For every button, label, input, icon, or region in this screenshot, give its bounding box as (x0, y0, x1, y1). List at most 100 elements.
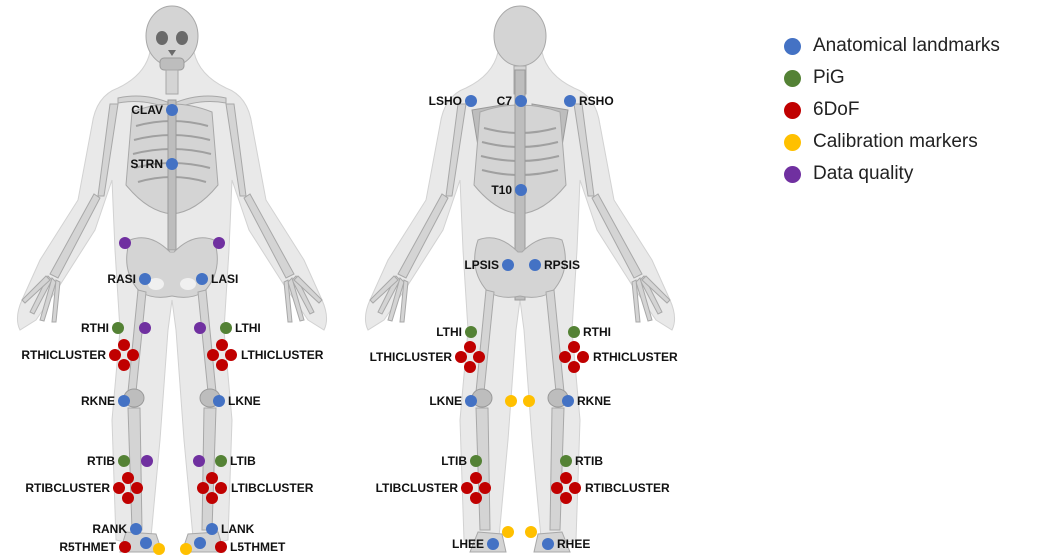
cluster-dot (560, 472, 572, 484)
legend-label: Data quality (813, 163, 913, 185)
legend-swatch-6dof (784, 102, 801, 119)
legend-item-calibration: Calibration markers (784, 126, 1000, 158)
cluster-dot (127, 349, 139, 361)
marker-back-rsho (564, 95, 576, 107)
marker-front-quality-l-pelvis (213, 237, 225, 249)
label-back-lhee: LHEE (452, 537, 484, 551)
cluster-dot (131, 482, 143, 494)
cluster-dot (206, 472, 218, 484)
marker-front-rtib (118, 455, 130, 467)
label-front-lasi: LASI (211, 272, 238, 286)
cluster-dot (559, 351, 571, 363)
label-front-lthi: LTHI (235, 321, 261, 335)
label-front-rasi: RASI (107, 272, 136, 286)
marker-front-lfoot-anatomical (194, 537, 206, 549)
cluster-dot (473, 351, 485, 363)
marker-back-lsho (465, 95, 477, 107)
label-back-rtib: RTIB (575, 454, 603, 468)
label-front-l5thmet: L5THMET (230, 540, 286, 554)
label-back-rthi: RTHI (583, 325, 611, 339)
cluster-dot (113, 482, 125, 494)
legend-swatch-pig (784, 70, 801, 87)
cluster-dot (207, 349, 219, 361)
label-back-c7: C7 (497, 94, 513, 108)
legend: Anatomical landmarks PiG 6DoF Calibratio… (784, 30, 1000, 190)
label-back-rsho: RSHO (579, 94, 614, 108)
marker-front-lasi (196, 273, 208, 285)
marker-front-quality-rthigh (139, 322, 151, 334)
label-back-rpsis: RPSIS (544, 258, 580, 272)
legend-swatch-calibration (784, 134, 801, 151)
marker-back-rkne (562, 395, 574, 407)
marker-front-lfoot-calibration (180, 543, 192, 555)
marker-front-rfoot-anatomical (140, 537, 152, 549)
marker-back-c7 (515, 95, 527, 107)
cluster-dot (464, 341, 476, 353)
marker-back-rheel-calibration (525, 526, 537, 538)
label-back-rthicluster: RTHICLUSTER (593, 350, 678, 364)
label-front-ltibcluster: LTIBCLUSTER (231, 481, 314, 495)
marker-back-lheel-calibration (502, 526, 514, 538)
label-front-lkne: LKNE (228, 394, 261, 408)
legend-label: PiG (813, 67, 845, 89)
cluster-dot (551, 482, 563, 494)
marker-front-clav (166, 104, 178, 116)
marker-front-lthi (220, 322, 232, 334)
marker-back-rthi (568, 326, 580, 338)
marker-back-ltib (470, 455, 482, 467)
legend-item-pig: PiG (784, 62, 1000, 94)
label-back-ltibcluster: LTIBCLUSTER (376, 481, 459, 495)
marker-front-lkne (213, 395, 225, 407)
cluster-dot (470, 472, 482, 484)
legend-item-6dof: 6DoF (784, 94, 1000, 126)
label-front-rthicluster: RTHICLUSTER (21, 348, 106, 362)
marker-back-lknee-calibration (505, 395, 517, 407)
label-back-lthicluster: LTHICLUSTER (370, 350, 453, 364)
marker-front-rank (130, 523, 142, 535)
label-back-lkne: LKNE (429, 394, 462, 408)
label-front-lank: LANK (221, 522, 255, 536)
cluster-dot (569, 482, 581, 494)
marker-front-quality-lthigh (194, 322, 206, 334)
label-back-rtibcluster: RTIBCLUSTER (585, 481, 670, 495)
marker-front-rasi (139, 273, 151, 285)
label-front-rank: RANK (92, 522, 127, 536)
label-front-rtibcluster: RTIBCLUSTER (25, 481, 110, 495)
marker-front-rthi (112, 322, 124, 334)
legend-item-quality: Data quality (784, 158, 1000, 190)
cluster-dot (197, 482, 209, 494)
label-back-rhee: RHEE (557, 537, 590, 551)
front-skeleton-figure (17, 6, 326, 552)
label-back-lsho: LSHO (429, 94, 462, 108)
cluster-dot (568, 361, 580, 373)
label-front-rthi: RTHI (81, 321, 109, 335)
marker-front-quality-lshank (193, 455, 205, 467)
cluster-dot (455, 351, 467, 363)
cluster-dot (560, 492, 572, 504)
cluster-dot (470, 492, 482, 504)
cluster-dot (118, 339, 130, 351)
cluster-dot (479, 482, 491, 494)
marker-front-strn (166, 158, 178, 170)
label-front-rkne: RKNE (81, 394, 115, 408)
cluster-dot (577, 351, 589, 363)
marker-front-quality-r-pelvis (119, 237, 131, 249)
marker-back-rpsis (529, 259, 541, 271)
label-back-lthi: LTHI (436, 325, 462, 339)
marker-back-lthi (465, 326, 477, 338)
cluster-dot (225, 349, 237, 361)
marker-front-ltib (215, 455, 227, 467)
marker-back-t10 (515, 184, 527, 196)
marker-back-rtib (560, 455, 572, 467)
marker-front-r5thmet (119, 541, 131, 553)
legend-label: Anatomical landmarks (813, 35, 1000, 57)
marker-front-quality-rshank (141, 455, 153, 467)
cluster-dot (206, 492, 218, 504)
label-front-clav: CLAV (131, 103, 163, 117)
label-back-lpsis: LPSIS (464, 258, 499, 272)
marker-back-lhee (487, 538, 499, 550)
marker-front-l5thmet (215, 541, 227, 553)
label-back-rkne: RKNE (577, 394, 611, 408)
cluster-dot (122, 472, 134, 484)
label-back-ltib: LTIB (441, 454, 467, 468)
